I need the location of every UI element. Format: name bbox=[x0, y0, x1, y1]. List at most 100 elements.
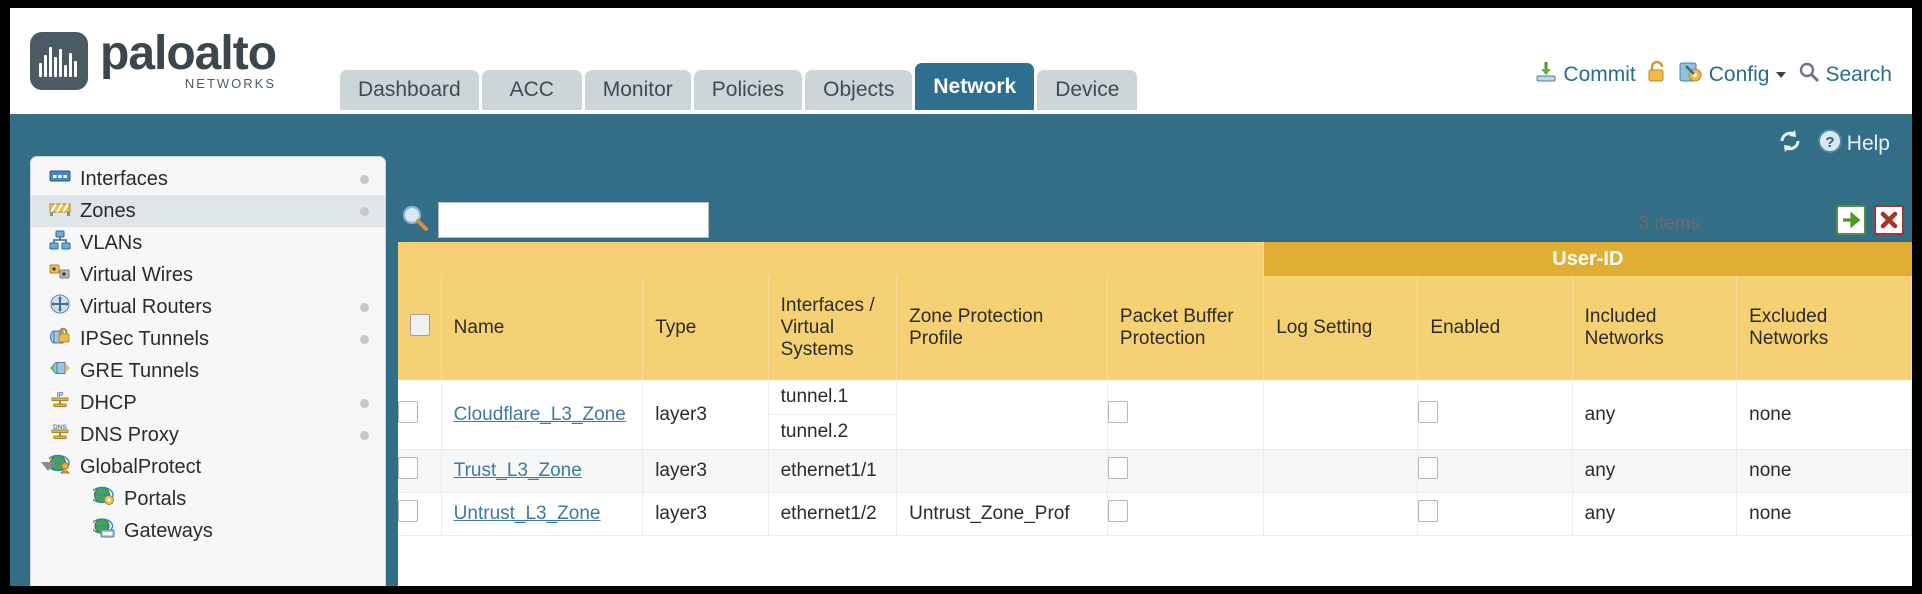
column-header-packet-buffer-protection[interactable]: Packet Buffer Protection bbox=[1107, 276, 1265, 380]
cell-included-networks: any bbox=[1572, 449, 1738, 493]
table-row[interactable]: Untrust_L3_Zone layer3 ethernet1/2 Untru… bbox=[398, 492, 1912, 536]
paloalto-logo-icon bbox=[30, 32, 88, 90]
sidebar-item-globalprotect[interactable]: GlobalProtect bbox=[31, 451, 385, 483]
refresh-icon[interactable] bbox=[1777, 128, 1803, 160]
table-header-row: Name Type Interfaces / Virtual Systems Z… bbox=[398, 276, 1912, 380]
tab-device[interactable]: Device bbox=[1037, 70, 1138, 110]
column-header-interfaces[interactable]: Interfaces / Virtual Systems bbox=[768, 276, 898, 380]
column-header-name[interactable]: Name bbox=[441, 276, 644, 380]
cell-userid-enabled[interactable] bbox=[1417, 449, 1573, 493]
cell-interfaces: ethernet1/1 bbox=[768, 449, 898, 493]
row-checkbox[interactable] bbox=[398, 400, 418, 423]
firewall-app-window: paloalto NETWORKS Dashboard ACC Monitor … bbox=[10, 8, 1912, 586]
cell-excluded-networks: none bbox=[1736, 492, 1912, 536]
sidebar-item-vlans[interactable]: VLANs bbox=[31, 227, 385, 259]
status-dot bbox=[360, 431, 369, 440]
sidebar-label: Portals bbox=[124, 487, 187, 510]
packet-buffer-protection-checkbox[interactable] bbox=[1107, 500, 1128, 522]
sidebar-label: DNS Proxy bbox=[80, 423, 179, 446]
sidebar-item-virtual-wires[interactable]: Virtual Wires bbox=[31, 259, 385, 291]
lock-icon bbox=[1646, 60, 1668, 90]
column-header-enabled[interactable]: Enabled bbox=[1417, 276, 1573, 380]
portals-icon bbox=[90, 486, 115, 512]
clear-filter-button[interactable] bbox=[1874, 205, 1904, 235]
table-body: Cloudflare_L3_Zone layer3 tunnel.1 tunne… bbox=[398, 380, 1912, 536]
search-input[interactable] bbox=[438, 202, 709, 238]
cell-name[interactable]: Trust_L3_Zone bbox=[441, 449, 644, 493]
tab-policies[interactable]: Policies bbox=[693, 70, 803, 110]
cell-packet-buffer-protection[interactable] bbox=[1107, 492, 1265, 536]
zone-name-link[interactable]: Untrust_L3_Zone bbox=[453, 503, 601, 524]
cell-name[interactable]: Cloudflare_L3_Zone bbox=[441, 380, 644, 450]
commit-button[interactable]: Commit bbox=[1534, 60, 1636, 90]
cell-name[interactable]: Untrust_L3_Zone bbox=[441, 492, 644, 536]
table-row[interactable]: Trust_L3_Zone layer3 ethernet1/1 any bbox=[398, 449, 1912, 493]
column-header-excluded-networks[interactable]: Excluded Networks bbox=[1736, 276, 1912, 380]
lock-button[interactable] bbox=[1646, 60, 1668, 90]
zone-name-link[interactable]: Trust_L3_Zone bbox=[453, 460, 582, 481]
table-row[interactable]: Cloudflare_L3_Zone layer3 tunnel.1 tunne… bbox=[398, 380, 1912, 450]
cell-zone-protection-profile: Untrust_Zone_Prof bbox=[896, 492, 1108, 536]
config-menu[interactable]: Config bbox=[1678, 60, 1789, 90]
cell-type: layer3 bbox=[642, 492, 769, 536]
column-header-log-setting[interactable]: Log Setting bbox=[1263, 276, 1419, 380]
search-icon bbox=[1798, 61, 1820, 89]
sidebar-item-gre-tunnels[interactable]: GRE Tunnels bbox=[31, 355, 385, 387]
sidebar-label: GRE Tunnels bbox=[80, 359, 199, 382]
config-label: Config bbox=[1708, 63, 1770, 86]
tab-acc[interactable]: ACC bbox=[481, 70, 582, 110]
search-icon[interactable] bbox=[400, 203, 430, 238]
cell-packet-buffer-protection[interactable] bbox=[1107, 380, 1265, 450]
main-nav-tabs: Dashboard ACC Monitor Policies Objects N… bbox=[340, 63, 1138, 110]
status-dot bbox=[360, 207, 369, 216]
tab-dashboard[interactable]: Dashboard bbox=[340, 70, 479, 110]
row-select-cell[interactable] bbox=[398, 449, 442, 493]
packet-buffer-protection-checkbox[interactable] bbox=[1107, 400, 1128, 423]
expand-caret-icon[interactable] bbox=[41, 462, 55, 471]
tab-objects[interactable]: Objects bbox=[805, 70, 913, 110]
sub-header-actions: ? Help bbox=[1777, 128, 1890, 160]
cell-interfaces: ethernet1/2 bbox=[768, 492, 898, 536]
column-header-type[interactable]: Type bbox=[642, 276, 769, 380]
column-header-included-networks[interactable]: Included Networks bbox=[1572, 276, 1738, 380]
cell-userid-enabled[interactable] bbox=[1417, 492, 1573, 536]
brand-subtitle: NETWORKS bbox=[184, 76, 277, 91]
sidebar-item-dns-proxy[interactable]: DNS DNS Proxy bbox=[31, 419, 385, 451]
userid-enabled-checkbox[interactable] bbox=[1418, 400, 1439, 423]
select-all-header[interactable] bbox=[398, 276, 442, 380]
sidebar-item-virtual-routers[interactable]: Virtual Routers bbox=[31, 291, 385, 323]
cell-packet-buffer-protection[interactable] bbox=[1107, 449, 1265, 493]
row-select-cell[interactable] bbox=[398, 380, 442, 450]
apply-filter-button[interactable] bbox=[1836, 205, 1866, 235]
sidebar-item-zones[interactable]: Zones bbox=[31, 195, 385, 227]
row-select-cell[interactable] bbox=[398, 492, 442, 536]
userid-enabled-checkbox[interactable] bbox=[1418, 500, 1439, 522]
zone-name-link[interactable]: Cloudflare_L3_Zone bbox=[453, 403, 626, 425]
interfaces-icon bbox=[49, 167, 71, 191]
tab-network[interactable]: Network bbox=[915, 63, 1035, 110]
help-button[interactable]: ? Help bbox=[1817, 128, 1890, 160]
sidebar-item-interfaces[interactable]: Interfaces bbox=[31, 163, 385, 195]
status-dot bbox=[360, 335, 369, 344]
sidebar-label: Virtual Routers bbox=[80, 295, 212, 318]
packet-buffer-protection-checkbox[interactable] bbox=[1107, 457, 1128, 479]
zones-table: User-ID Name Type Interfaces / Virtual S… bbox=[398, 242, 1912, 536]
cell-userid-enabled[interactable] bbox=[1417, 380, 1573, 450]
sidebar-item-portals[interactable]: Portals bbox=[31, 483, 385, 515]
tab-monitor[interactable]: Monitor bbox=[584, 70, 691, 110]
search-label: Search bbox=[1825, 63, 1892, 86]
sidebar-item-ipsec-tunnels[interactable]: IPSec Tunnels bbox=[31, 323, 385, 355]
interface-item: tunnel.2 bbox=[780, 421, 849, 442]
dhcp-icon: IP bbox=[49, 390, 71, 416]
sidebar-item-dhcp[interactable]: IP DHCP bbox=[31, 387, 385, 419]
row-checkbox[interactable] bbox=[398, 500, 418, 522]
search-button[interactable]: Search bbox=[1798, 61, 1892, 89]
select-all-checkbox[interactable] bbox=[410, 314, 430, 336]
sidebar-item-gateways[interactable]: Gateways bbox=[31, 515, 385, 547]
row-checkbox[interactable] bbox=[398, 457, 418, 479]
column-header-zone-protection-profile[interactable]: Zone Protection Profile bbox=[896, 276, 1108, 380]
userid-enabled-checkbox[interactable] bbox=[1418, 457, 1439, 479]
brand-name: paloalto bbox=[100, 27, 277, 80]
filter-toolbar: 3 items bbox=[398, 198, 1912, 242]
virtual-wires-icon bbox=[49, 263, 71, 287]
